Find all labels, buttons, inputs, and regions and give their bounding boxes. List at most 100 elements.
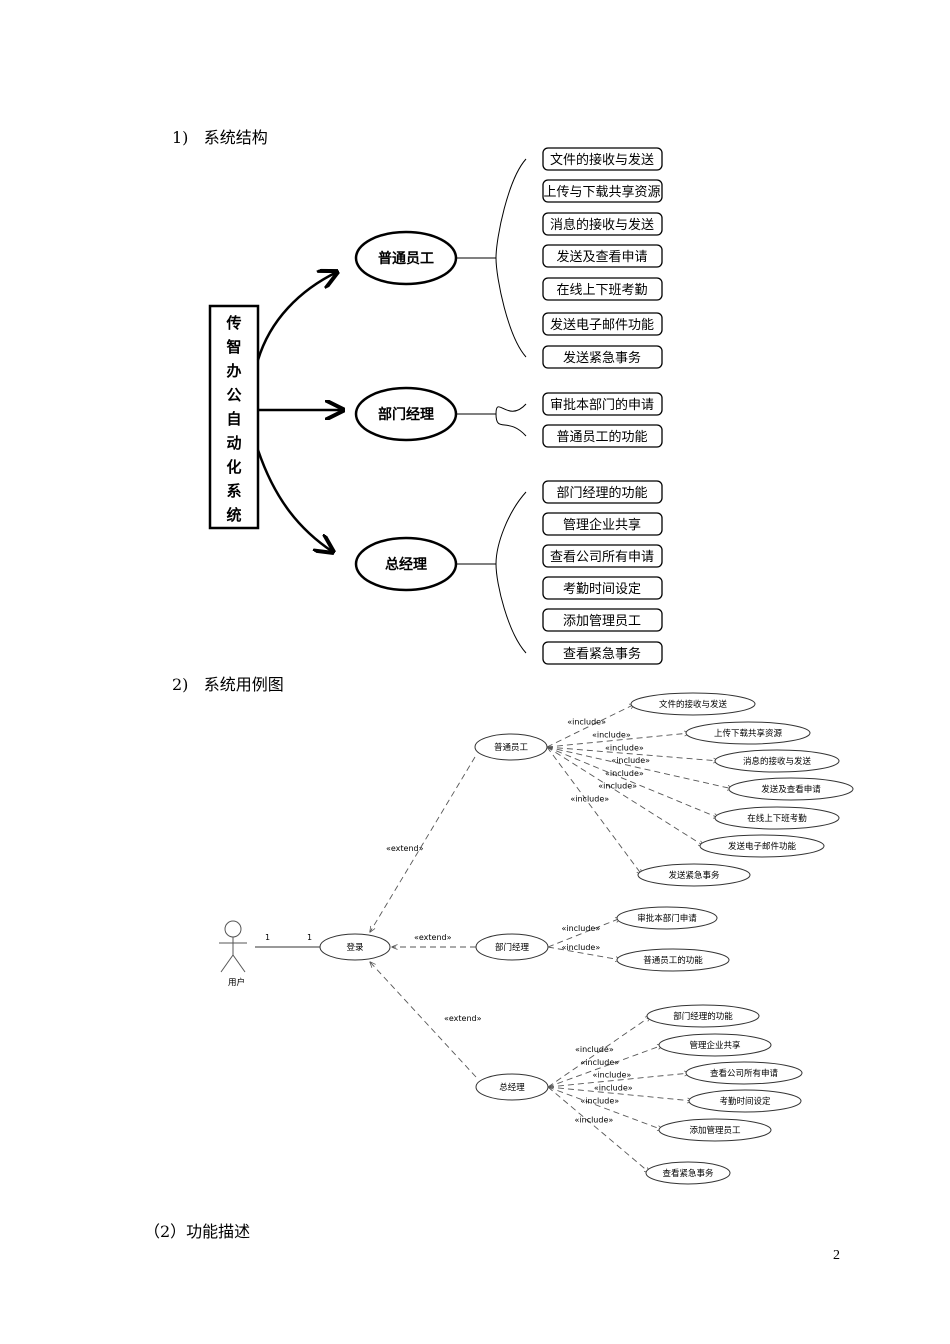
include-label: «include» — [598, 782, 637, 791]
include-label: «include» — [570, 795, 609, 804]
root-title-char: 动 — [226, 434, 241, 452]
usecase-login — [319, 933, 391, 961]
actor-user-icon — [219, 920, 247, 973]
usecase-role-label: 总经理 — [499, 1082, 525, 1093]
usecase-label: 上传下载共享资源 — [714, 728, 783, 739]
function-label: 文件的接收与发送 — [550, 152, 654, 168]
usecase-ellipse — [616, 948, 730, 972]
include-line — [546, 746, 704, 846]
include-line — [547, 1045, 663, 1088]
include-line — [546, 733, 690, 748]
include-line — [547, 1086, 650, 1173]
function-label: 部门经理的功能 — [556, 485, 647, 501]
function-label: 管理企业共享 — [563, 517, 641, 533]
usecase-label: 在线上下班考勤 — [747, 813, 807, 824]
usecase-ellipse — [630, 692, 756, 716]
extend-line — [370, 962, 477, 1078]
function-box — [542, 212, 663, 236]
root-title-char: 自 — [226, 410, 241, 428]
usecase-label: 发送及查看申请 — [761, 784, 821, 795]
function-label: 审批本部门的申请 — [550, 397, 654, 413]
role-label: 普通员工 — [378, 250, 434, 267]
usecase-role — [474, 733, 548, 761]
include-label: «include» — [567, 718, 606, 727]
usecase-label: 考勤时间设定 — [719, 1096, 771, 1107]
function-box — [542, 576, 663, 600]
usecase-ellipse — [714, 806, 840, 830]
role-general-manager: 总经理部门经理的功能管理企业共享查看公司所有申请考勤时间设定添加管理员工查看紧急… — [354, 480, 663, 665]
root-title-char: 办 — [226, 362, 241, 380]
function-box — [542, 179, 663, 203]
multiplicity-right: 1 — [307, 933, 312, 942]
include-label: «include» — [611, 756, 650, 765]
usecase-label: 部门经理的功能 — [673, 1011, 733, 1022]
arrow-to-general-manager — [256, 449, 333, 552]
include-line — [546, 746, 733, 789]
usecase-label: 管理企业共享 — [689, 1040, 741, 1051]
usecase-label: 消息的接收与发送 — [743, 756, 812, 767]
function-box — [542, 277, 663, 301]
usecase-ellipse — [616, 906, 718, 930]
usecase-ellipse — [658, 1118, 772, 1142]
function-label: 普通员工的功能 — [556, 429, 647, 445]
root-title-char: 智 — [226, 338, 241, 356]
function-label: 发送电子邮件功能 — [550, 317, 654, 333]
page-number: 2 — [833, 1248, 840, 1263]
include-line — [547, 1086, 693, 1101]
usecase-label: 发送电子邮件功能 — [728, 841, 797, 852]
extend-line — [370, 756, 476, 932]
root-box — [208, 304, 260, 530]
include-label: «include» — [561, 943, 600, 952]
function-box — [542, 345, 663, 369]
section1-number: 1) — [172, 128, 189, 147]
function-label: 上传与下载共享资源 — [543, 184, 660, 200]
include-label: «include» — [575, 1116, 614, 1125]
usecase-ellipse — [646, 1004, 760, 1028]
usecase-login-label: 登录 — [346, 942, 364, 953]
section3-heading: （2）功能描述 — [144, 1222, 251, 1241]
usecase-ellipse — [688, 1089, 802, 1113]
function-box — [542, 480, 663, 504]
function-box — [542, 512, 663, 536]
usecase-label: 查看公司所有申请 — [710, 1068, 779, 1079]
section2-title: 系统用例图 — [203, 675, 284, 694]
extend-label: «extend» — [414, 933, 452, 942]
function-label: 查看紧急事务 — [563, 646, 641, 662]
brace-line — [495, 491, 527, 654]
include-label: «include» — [605, 769, 644, 778]
uc-role-dept-manager: «extend»部门经理«include»审批本部门申请«include»普通员… — [392, 906, 730, 972]
usecase-label: 审批本部门申请 — [637, 913, 697, 924]
function-box — [542, 608, 663, 632]
include-label: «include» — [592, 731, 631, 740]
include-line — [546, 704, 635, 748]
function-label: 发送及查看申请 — [556, 249, 647, 265]
include-label: «include» — [575, 1045, 614, 1054]
function-box — [542, 641, 663, 665]
usecase-ellipse — [645, 1161, 731, 1185]
section1-heading: 1) 系统结构 — [172, 124, 268, 148]
arrow-to-employee — [256, 272, 337, 361]
uc-role-employee: «extend»普通员工«include»文件的接收与发送«include»上传… — [370, 692, 854, 932]
usecase-label: 查看紧急事务 — [662, 1168, 714, 1179]
include-label: «include» — [580, 1096, 619, 1105]
root-title-char: 统 — [226, 506, 241, 524]
multiplicity-left: 1 — [265, 933, 270, 942]
function-box — [542, 544, 663, 568]
section2-number: 2) — [172, 675, 189, 694]
function-box — [542, 392, 663, 416]
function-label: 在线上下班考勤 — [556, 283, 647, 298]
usecase-ellipse — [685, 1061, 803, 1085]
function-label: 消息的接收与发送 — [550, 217, 654, 233]
usecase-role — [475, 1073, 549, 1101]
extend-label: «extend» — [444, 1014, 482, 1023]
function-label: 考勤时间设定 — [563, 582, 641, 597]
include-line — [546, 746, 642, 875]
include-line — [547, 918, 621, 948]
usecase-ellipse — [714, 749, 840, 773]
role-label: 总经理 — [385, 556, 427, 573]
include-line — [546, 746, 719, 761]
include-label: «include» — [594, 1083, 633, 1092]
section2-heading: 2) 系统用例图 — [172, 671, 284, 695]
